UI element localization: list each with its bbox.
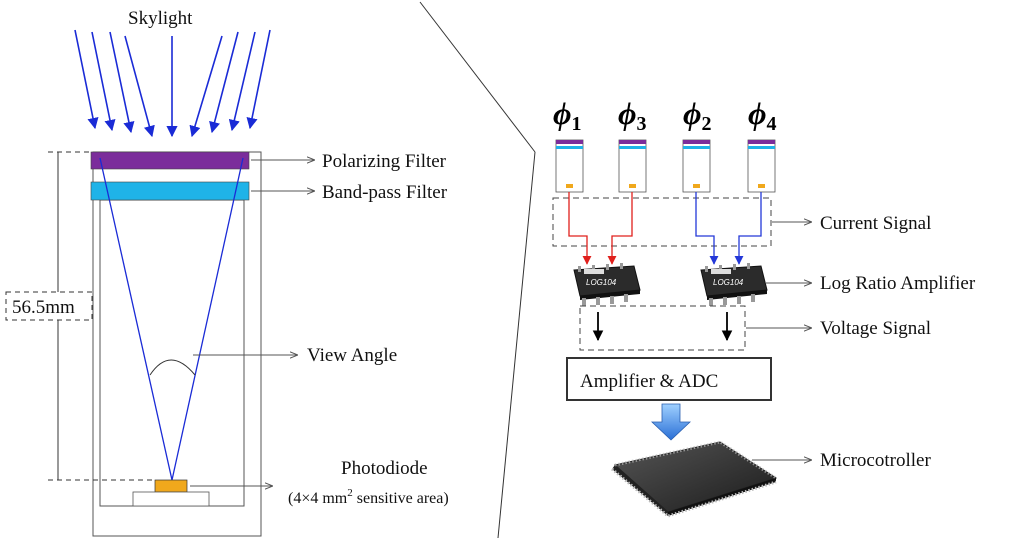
phi-2-label: ϕ2 [683,95,712,135]
chip-2-text: LOG104 [713,278,744,287]
current-signal-label: Current Signal [820,213,931,234]
phi-labels: ϕ1 ϕ3 ϕ2 ϕ4 [553,95,777,135]
dimension-label: 56.5mm [12,297,75,318]
voltage-arrows [592,312,733,342]
amplifier-adc-label: Amplifier & ADC [580,371,718,392]
photodiode-label: Photodiode [341,458,428,479]
phi-4-label: ϕ4 [748,95,777,135]
voltage-signal-box [579,305,746,351]
sensor-icons [555,139,776,193]
sensor-icon-3 [618,139,647,193]
outer-housing [92,151,262,537]
log-amp-chip-1: LOG104 [573,263,641,306]
voltage-signal-label: Voltage Signal [820,318,931,339]
sensor-icon-1 [555,139,584,193]
chip-1-text: LOG104 [586,278,617,287]
down-arrow-icon [650,403,692,441]
band-pass-filter-label: Band-pass Filter [322,182,448,203]
view-cone [99,157,244,481]
polarizing-filter-label: Polarizing Filter [322,151,447,172]
sensor-unit: Skylight [5,8,449,537]
log-amp-chip-2: LOG104 [700,263,768,306]
view-angle-label: View Angle [307,345,397,366]
photodiode-note: (4×4 mm2 sensitive area) [288,487,449,507]
current-signal-box [552,197,772,247]
zoom-lines [419,1,536,539]
skylight-label: Skylight [128,8,193,29]
microcontroller-label: Microcotroller [820,450,931,471]
amplifier-adc-box [566,357,772,401]
dimension-box [5,291,93,321]
band-pass-filter [90,181,250,201]
log-ratio-amplifier-label: Log Ratio Amplifier [820,273,976,294]
skylight-rays [74,29,271,138]
microcontroller-chip-icon [611,440,778,518]
phi-3-label: ϕ3 [618,95,647,135]
current-wires [568,192,762,265]
view-angle-arc [149,359,196,376]
sensor-icon-2 [682,139,711,193]
photodiode-base [132,491,210,507]
photodiode [154,479,188,493]
dimension-marker [48,151,155,481]
phi-1-label: ϕ1 [553,95,582,135]
electronics: ϕ1 ϕ3 ϕ2 ϕ4 [552,95,976,518]
sensor-icon-4 [747,139,776,193]
inner-housing [99,199,245,507]
polarizing-filter [90,151,250,170]
